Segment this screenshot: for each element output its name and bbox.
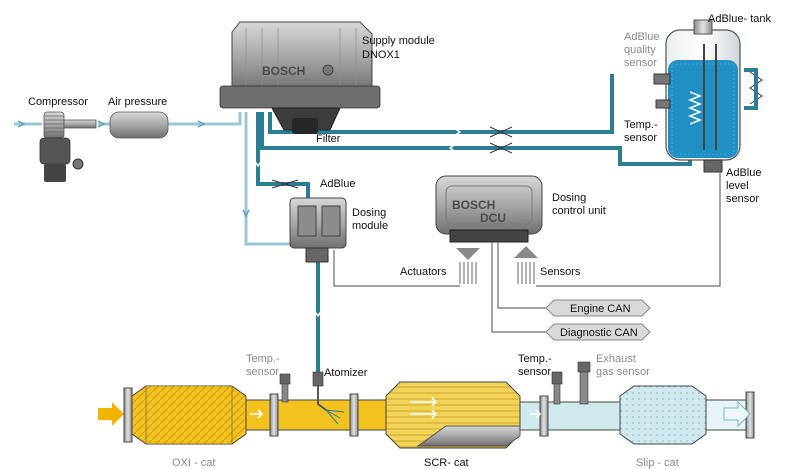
- filter-label: Filter: [316, 133, 341, 145]
- supply-module-label-1: Supply module: [362, 35, 435, 47]
- exhaust-temp-sensor-2: [551, 371, 563, 405]
- adblue-tank-label: AdBlue- tank: [708, 13, 771, 25]
- tank-temp-label-2: sensor: [624, 132, 657, 144]
- adblue-level-label-1: AdBlue: [726, 167, 761, 179]
- compressor-label: Compressor: [28, 96, 88, 108]
- oxi-cat-label: OXI - cat: [172, 457, 215, 469]
- air-pressure-tank: [109, 111, 169, 139]
- diagnostic-can-label: Diagnostic CAN: [560, 327, 638, 339]
- tank-heater: [744, 68, 763, 110]
- supply-module-label-2: DNOX1: [362, 49, 400, 61]
- atomizer-nozzle: [312, 371, 345, 425]
- adblue-quality-label-3: sensor: [624, 57, 657, 69]
- dosing-module-label-1: Dosing: [352, 207, 386, 219]
- signal-wires: [333, 172, 721, 333]
- adblue-quality-label-1: AdBlue: [624, 31, 659, 43]
- engine-can-label: Engine CAN: [570, 303, 631, 315]
- dosing-control-label-1: Dosing: [552, 192, 586, 204]
- dosing-module: [289, 197, 347, 263]
- sensors-label: Sensors: [540, 266, 581, 278]
- adblue-label: AdBlue: [320, 178, 355, 190]
- actuators-arrow: [456, 248, 480, 284]
- exhaust-temp1-label-2: sensor: [246, 366, 279, 378]
- adblue-lines: [253, 74, 692, 372]
- dosing-control-label-2: control unit: [552, 205, 606, 217]
- scr-cat-label: SCR- cat: [424, 457, 469, 469]
- dcu-brand: BOSCH: [452, 198, 495, 212]
- exhaust-temp2-label-2: sensor: [518, 366, 551, 378]
- adblue-quality-label-2: quality: [624, 44, 656, 56]
- exhaust-temp2-label-1: Temp.-: [518, 353, 552, 365]
- diagnostic-can-tag: Diagnostic CAN: [545, 323, 651, 341]
- compressor: [39, 111, 97, 182]
- exhaust-gas-label-2: gas sensor: [596, 366, 650, 378]
- exhaust-line: [98, 381, 755, 449]
- air-pressure-label: Air pressure: [108, 96, 167, 108]
- exhaust-temp-sensor-1: [279, 373, 291, 403]
- supply-module: BOSCH: [219, 21, 381, 134]
- exhaust-gas-sensor: [577, 361, 591, 405]
- dosing-control-unit: BOSCH DCU: [435, 175, 543, 243]
- dcu-label: DCU: [480, 211, 506, 225]
- exhaust-temp1-label-1: Temp.-: [246, 353, 280, 365]
- labels: Compressor Air pressure Supply module DN…: [28, 13, 771, 469]
- tank-temp-label-1: Temp.-: [624, 119, 658, 131]
- atomizer-label: Atomizer: [324, 367, 368, 379]
- adblue-level-label-3: sensor: [726, 193, 759, 205]
- dosing-module-label-2: module: [352, 220, 388, 232]
- supply-module-brand: BOSCH: [262, 64, 305, 78]
- adblue-level-label-2: level: [726, 180, 749, 192]
- slip-cat-label: Slip - cat: [636, 457, 679, 469]
- actuators-label: Actuators: [400, 266, 447, 278]
- engine-can-tag: Engine CAN: [545, 299, 651, 317]
- air-line: [14, 112, 292, 246]
- sensors-arrow: [514, 246, 538, 284]
- exhaust-gas-label-1: Exhaust: [596, 353, 636, 365]
- adblue-tank: [653, 19, 741, 173]
